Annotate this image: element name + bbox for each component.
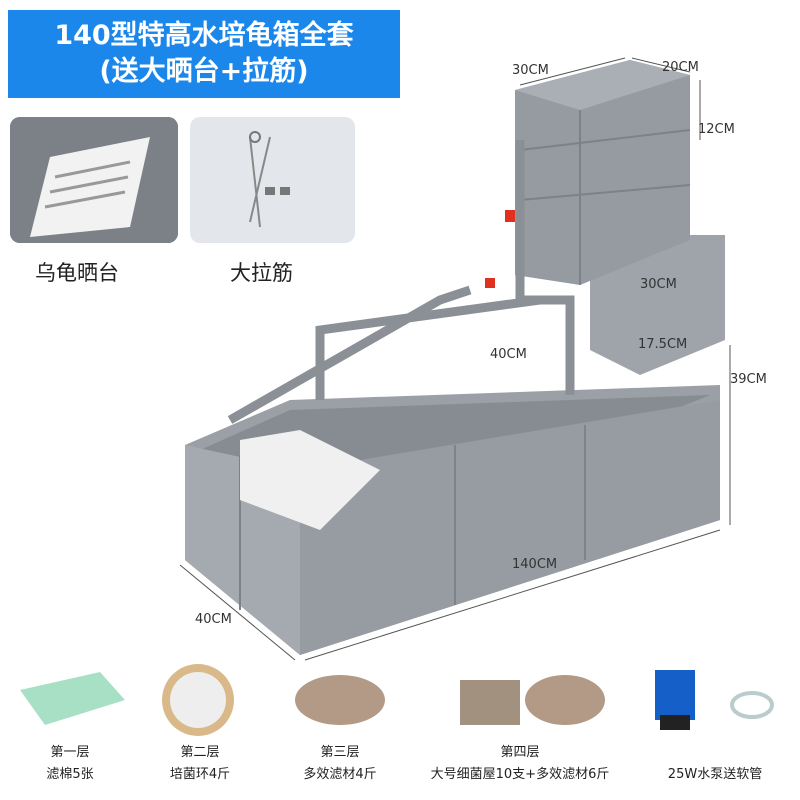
component-layer-4: 第四层大号细菌屋10支+多效滤材6斤 xyxy=(430,745,610,782)
dim-length: 140CM xyxy=(512,557,558,572)
dim-tower-depth: 20CM xyxy=(662,60,699,75)
dim-depth: 40CM xyxy=(195,612,232,627)
title-line1: 140型特高水培龟箱全套 xyxy=(54,20,354,51)
basking-platform-label: 乌龟晒台 xyxy=(35,261,119,285)
component-layer-2: 第二层培菌环4斤 xyxy=(169,745,231,782)
tension-wire-image xyxy=(190,117,355,243)
basking-platform-image xyxy=(10,117,178,243)
dim-tower-width: 30CM xyxy=(512,63,549,78)
component-pump: 25W水泵送软管 xyxy=(667,767,763,782)
title-banner: 140型特高水培龟箱全套 (送大晒台+拉筋) xyxy=(8,10,400,98)
dim-side-box-height: 17.5CM xyxy=(638,337,688,352)
dim-side-box-width: 30CM xyxy=(640,277,677,292)
dim-total-height: 39CM xyxy=(730,372,767,387)
tension-wire-label: 大拉筋 xyxy=(230,261,293,285)
title-line2: (送大晒台+拉筋) xyxy=(99,56,309,87)
dim-side-box-depth: 40CM xyxy=(490,347,527,362)
dim-tray-height: 12CM xyxy=(698,122,735,137)
component-layer-1: 第一层滤棉5张 xyxy=(46,745,94,782)
component-layer-3: 第三层多效滤材4斤 xyxy=(303,745,377,782)
